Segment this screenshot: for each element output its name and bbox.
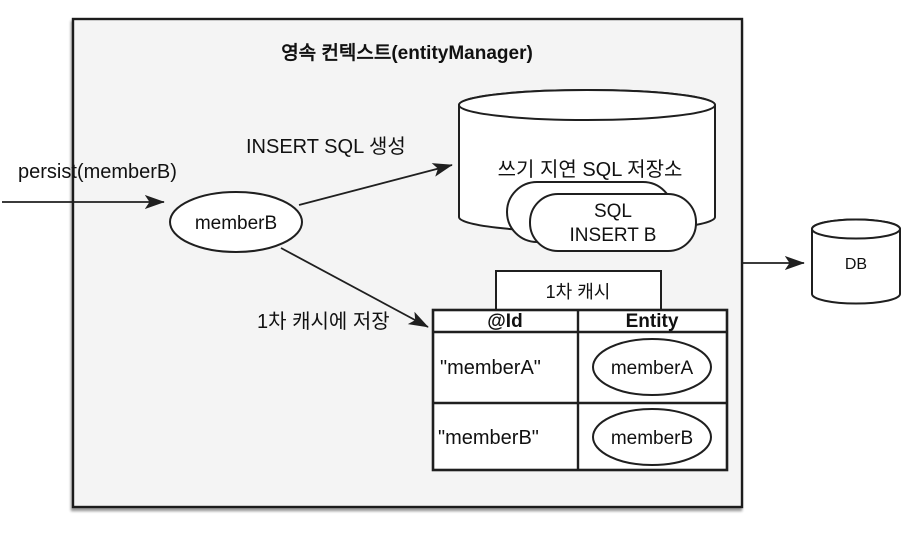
- sql-box-front: [529, 193, 697, 252]
- row-a-id-cell: "memberA": [440, 357, 541, 379]
- member-b-label: memberB: [195, 213, 277, 234]
- row-b-entity-ellipse: [592, 408, 712, 466]
- sql-box-line1: SQL: [594, 201, 632, 222]
- column-header-entity: Entity: [626, 311, 679, 332]
- sql-store-cylinder-top: [458, 89, 716, 121]
- persist-label: persist(memberB): [18, 161, 177, 183]
- insert-sql-arrow: [298, 163, 453, 206]
- sql-box-line2: INSERT B: [570, 225, 657, 246]
- row-b-entity-label: memberB: [611, 428, 693, 449]
- sql-store-title: 쓰기 지연 SQL 저장소: [498, 158, 683, 181]
- column-header-id: @Id: [487, 311, 522, 332]
- insert-sql-label: INSERT SQL 생성: [246, 135, 406, 158]
- row-a-entity-label: memberA: [611, 358, 694, 379]
- db-cylinder-top: [811, 218, 901, 240]
- member-b-ellipse: [169, 191, 303, 253]
- first-cache-tab-label: 1차 캐시: [546, 282, 611, 302]
- row-a-entity-ellipse: [592, 338, 712, 396]
- first-cache-arrow: [280, 247, 429, 328]
- first-cache-label: 1차 캐시에 저장: [257, 310, 390, 333]
- diagram-title: 영속 컨텍스트(entityManager): [281, 42, 533, 64]
- db-label: DB: [845, 256, 867, 273]
- row-b-id-cell: "memberB": [438, 427, 539, 449]
